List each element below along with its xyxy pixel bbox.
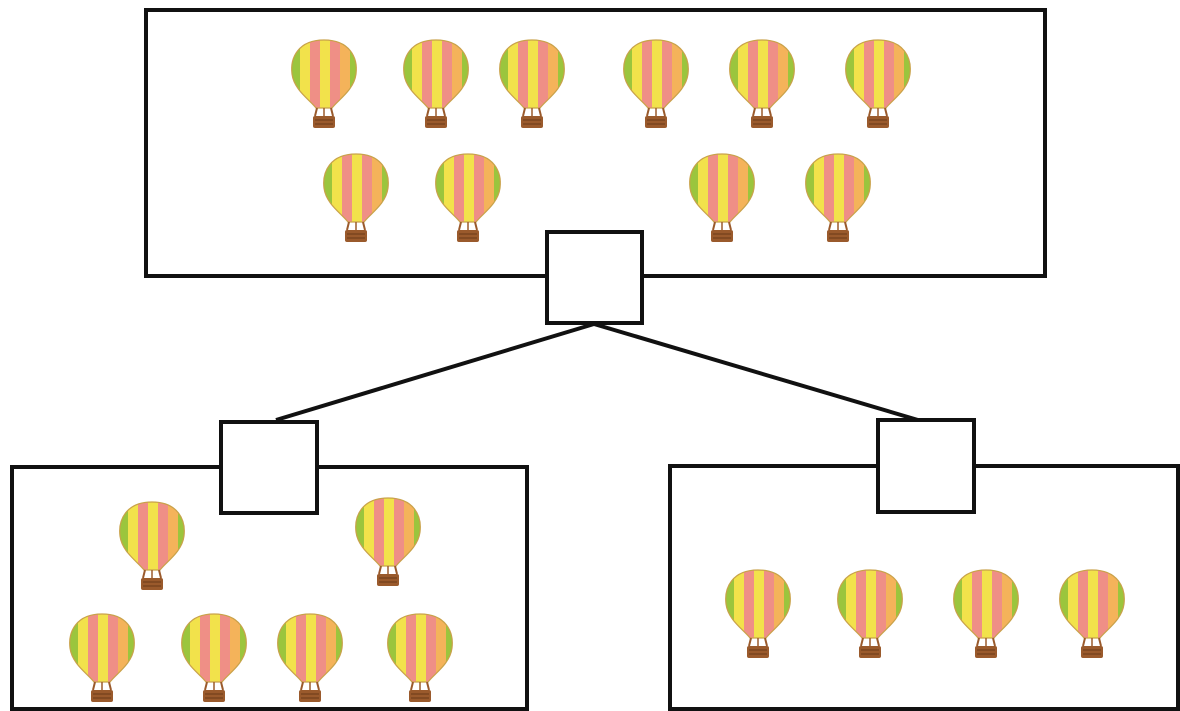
hot-air-balloon-icon (288, 38, 360, 130)
hot-air-balloon-icon (66, 612, 138, 704)
right-part-answer-value (880, 422, 972, 510)
hot-air-balloon-icon (274, 612, 346, 704)
left-part-answer-box[interactable] (219, 420, 319, 515)
whole-answer-value (549, 234, 640, 321)
hot-air-balloon-icon (726, 38, 798, 130)
right-part-answer-box[interactable] (876, 418, 976, 514)
hot-air-balloon-icon (802, 152, 874, 244)
hot-air-balloon-icon (842, 38, 914, 130)
hot-air-balloon-icon (432, 152, 504, 244)
hot-air-balloon-icon (384, 612, 456, 704)
whole-answer-box[interactable] (545, 230, 644, 325)
hot-air-balloon-icon (352, 496, 424, 588)
connector-line-right (593, 322, 919, 422)
hot-air-balloon-icon (1056, 568, 1128, 660)
left-part-answer-value (223, 424, 315, 511)
hot-air-balloon-icon (834, 568, 906, 660)
hot-air-balloon-icon (496, 38, 568, 130)
hot-air-balloon-icon (722, 568, 794, 660)
hot-air-balloon-icon (178, 612, 250, 704)
hot-air-balloon-icon (320, 152, 392, 244)
hot-air-balloon-icon (950, 568, 1022, 660)
hot-air-balloon-icon (620, 38, 692, 130)
connector-line-left (275, 322, 595, 422)
hot-air-balloon-icon (686, 152, 758, 244)
hot-air-balloon-icon (400, 38, 472, 130)
hot-air-balloon-icon (116, 500, 188, 592)
